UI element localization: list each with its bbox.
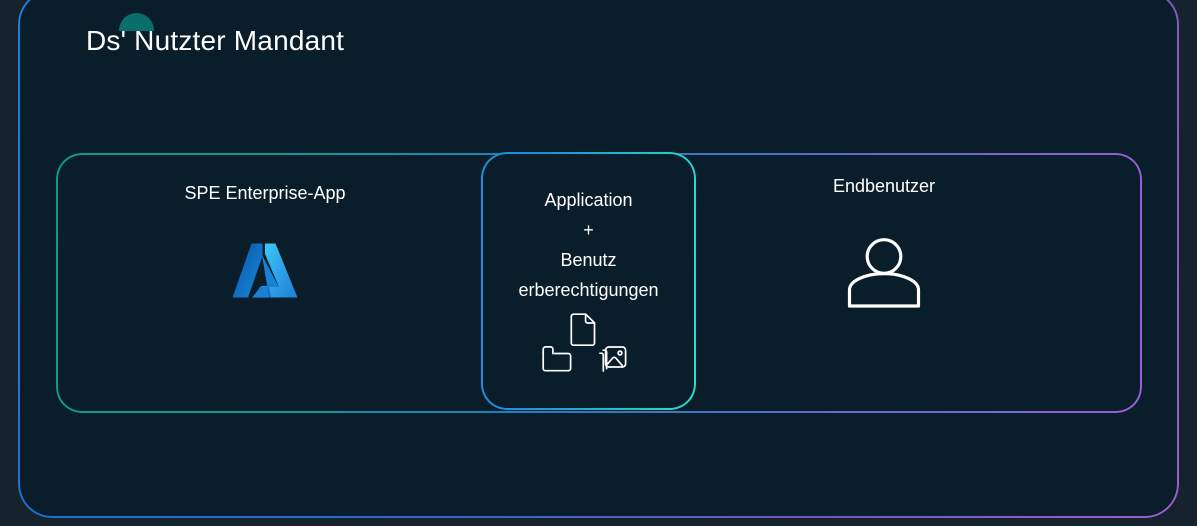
application-card-text: Application + Benutz erberechtigungen <box>489 185 688 305</box>
application-line-2: + <box>583 220 594 240</box>
application-line-1: Application <box>544 190 633 210</box>
application-line-4: erberechtigungen <box>518 280 659 300</box>
tenant-title-group: Ds' Nutzter Mandant <box>86 6 344 70</box>
tenant-dome-icon <box>119 13 154 31</box>
application-line-3: Benutz <box>560 250 617 270</box>
spe-enterprise-app-label: SPE Enterprise-App <box>184 183 346 203</box>
application-permissions-card: Application + Benutz erberechtigungen <box>481 152 696 410</box>
page-title: Ds' Nutzter Mandant <box>86 25 345 56</box>
azure-logo-icon <box>231 242 299 304</box>
user-icon <box>846 238 922 308</box>
image-icon <box>596 345 628 379</box>
folder-icon <box>541 345 573 377</box>
end-user-label: Endbenutzer <box>832 176 936 196</box>
document-icon <box>569 312 599 351</box>
panel-end-user: Endbenutzer <box>740 163 1028 343</box>
application-icon-group <box>481 312 696 392</box>
panel-spe-enterprise-app: SPE Enterprise-App <box>95 170 435 350</box>
